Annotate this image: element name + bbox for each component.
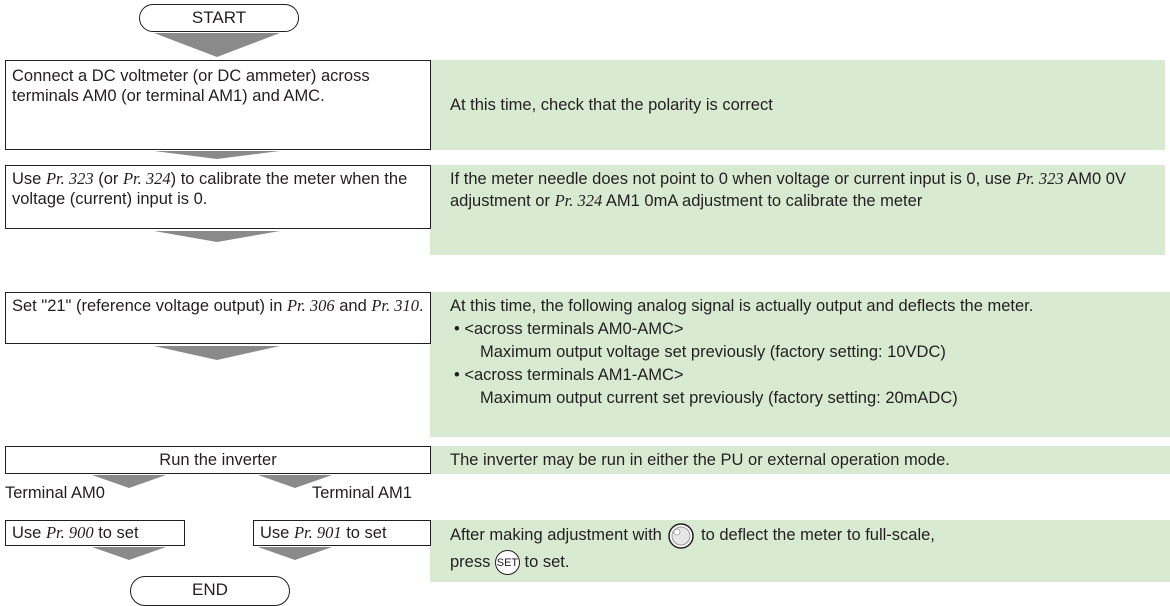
step-run-inverter: Run the inverter [5, 446, 431, 474]
flow-arrow-am0 [92, 475, 166, 488]
flow-arrow-1 [154, 151, 280, 159]
note-zero-adjust: If the meter needle does not point to 0 … [430, 165, 1165, 255]
step-use-pr901: Use Pr. 901 to set [253, 520, 431, 546]
start-terminal: START [139, 4, 299, 32]
setting-dial-icon [668, 522, 695, 549]
flow-arrow-2 [154, 231, 280, 242]
flow-arrow-end-right [258, 547, 332, 560]
note-polarity: At this time, check that the polarity is… [430, 60, 1165, 150]
flow-arrow-end-left [92, 547, 166, 560]
end-label: END [192, 580, 228, 599]
flow-arrow-start [154, 33, 280, 57]
step-connect-meter: Connect a DC voltmeter (or DC ammeter) a… [5, 60, 431, 150]
end-terminal: END [130, 576, 290, 606]
note-analog-signal: At this time, the following analog signa… [430, 292, 1170, 437]
step-calibrate-zero: Use Pr. 323 (or Pr. 324) to calibrate th… [5, 165, 431, 229]
start-label: START [191, 8, 247, 27]
terminal-am0-label: Terminal AM0 [5, 484, 105, 502]
step-use-pr900: Use Pr. 900 to set [5, 520, 185, 546]
step-set-21: Set "21" (reference voltage output) in P… [5, 292, 431, 344]
note-operation-mode: The inverter may be run in either the PU… [430, 446, 1170, 474]
flow-arrow-3 [154, 346, 280, 360]
terminal-am1-label: Terminal AM1 [312, 484, 412, 502]
set-key-icon: SET [494, 550, 520, 576]
flow-arrow-am1 [258, 475, 332, 488]
note-adjust-set: After making adjustment with to deflect … [430, 520, 1170, 582]
